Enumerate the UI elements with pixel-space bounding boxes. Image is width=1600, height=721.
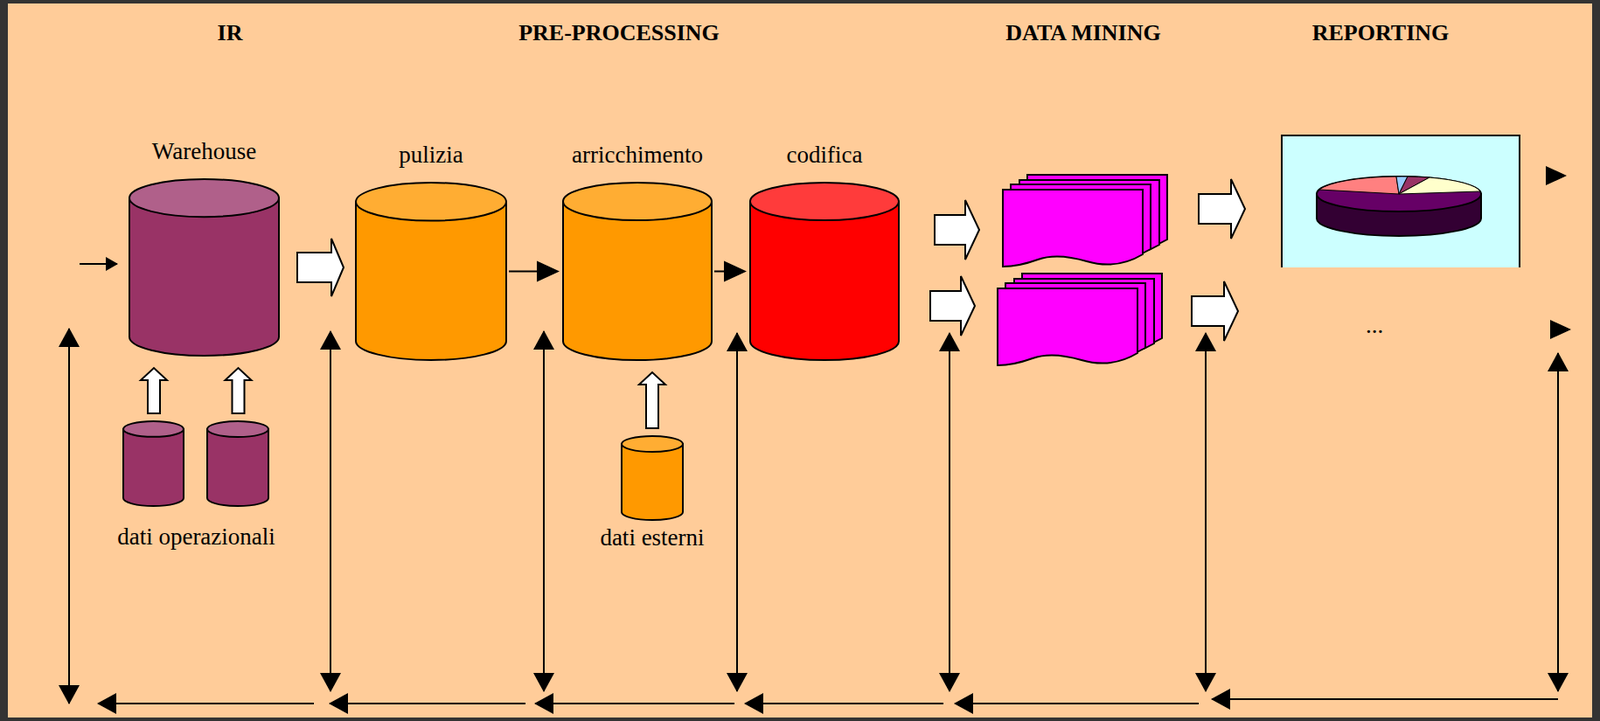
cylinder-shape (206, 420, 270, 508)
cylinder-group (354, 181, 508, 362)
flow-arrow (225, 368, 252, 414)
cylinder-shape (354, 181, 508, 362)
node-label: codifica (786, 141, 863, 169)
flow-arrow (639, 372, 666, 429)
input-arrow (79, 264, 118, 265)
storage-node: pulizia (354, 141, 508, 362)
model-stack (997, 273, 1162, 366)
cylinder-shape (620, 435, 684, 522)
model-stack (1002, 174, 1168, 267)
storage-node: dati esterni (599, 435, 704, 552)
node-label: arricchimento (571, 141, 703, 169)
cylinder-group (122, 420, 270, 508)
storage-node: codifica (749, 141, 900, 362)
cylinder-group (128, 178, 280, 357)
cylinder-group (562, 181, 713, 362)
flow-arrow (297, 238, 344, 297)
cylinder-shape (128, 178, 280, 357)
cylinder-shape (562, 181, 713, 362)
flow-arrow (508, 261, 560, 283)
node-label: Warehouse (152, 138, 257, 166)
background-panel (7, 3, 1593, 718)
cylinder-shape (749, 181, 900, 362)
node-label: dati esterni (599, 524, 704, 552)
flow-arrow (714, 261, 747, 283)
storage-node: dati operazionali (117, 420, 276, 551)
cylinder-group (749, 181, 900, 362)
cylinder-group (620, 435, 684, 522)
ellipsis-label: ... (1365, 312, 1384, 340)
node-label: dati operazionali (117, 523, 276, 551)
report-chart (1281, 135, 1520, 268)
storage-node: Warehouse (128, 138, 280, 357)
node-label: pulizia (398, 141, 463, 169)
storage-node: arricchimento (562, 141, 713, 362)
section-header: DATA MINING (1005, 20, 1161, 47)
continuation-triangles (1545, 166, 1572, 340)
section-header: REPORTING (1312, 20, 1450, 47)
cylinder-shape (122, 420, 185, 508)
flow-arrow (140, 368, 167, 414)
feedback-arrows (69, 328, 1559, 704)
section-header: IR (217, 20, 244, 47)
section-header: PRE-PROCESSING (518, 20, 720, 47)
